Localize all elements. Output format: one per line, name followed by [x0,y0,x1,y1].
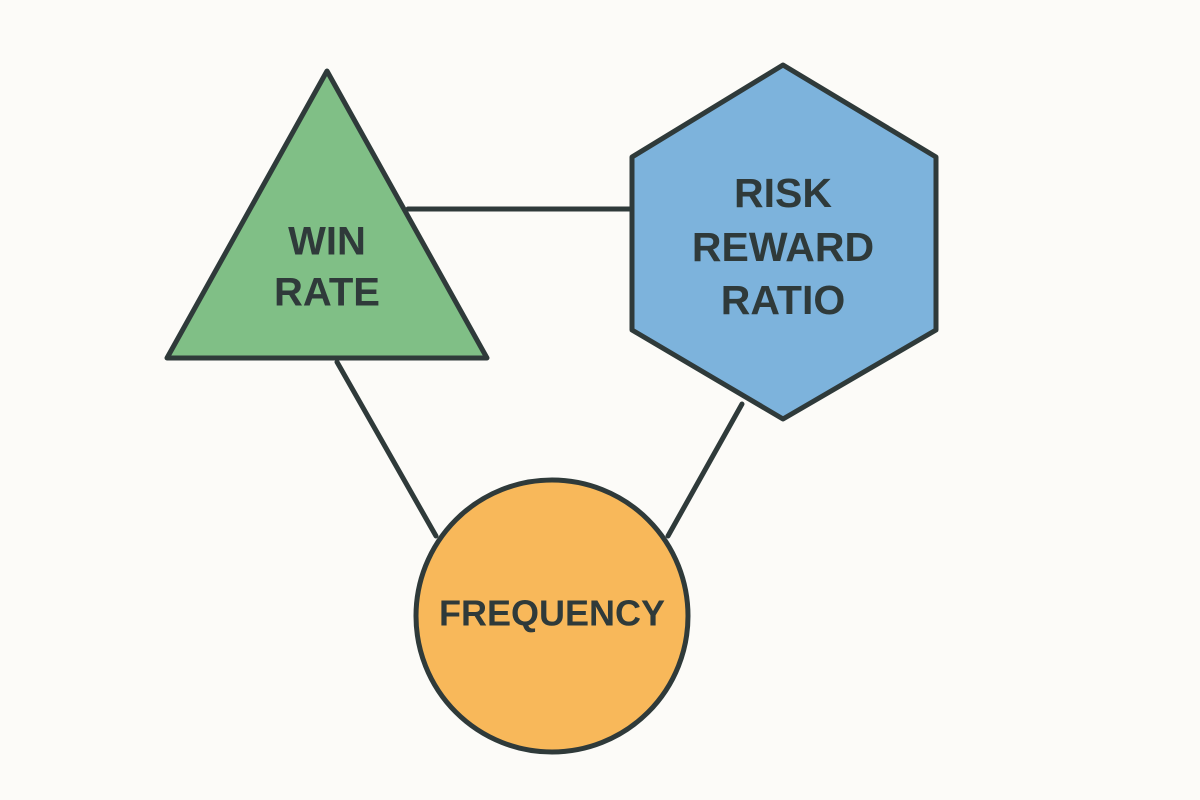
frequency-label: FREQUENCY [439,593,665,634]
frequency-node: FREQUENCY [413,477,691,755]
risk-reward-label-line2: REWARD [692,224,874,270]
win-rate-label-line2: RATE [274,271,380,315]
win-rate-triangle [164,68,490,361]
connector-risk-reward-to-frequency [665,401,745,539]
frequency-circle [413,477,691,755]
risk-reward-ratio-node: RISK REWARD RATIO [629,62,939,422]
risk-reward-label-line1: RISK [734,170,832,216]
risk-reward-label-line3: RATIO [721,277,846,323]
win-rate-label-line1: WIN [288,220,366,264]
win-rate-node: WIN RATE [164,68,490,361]
connector-win-rate-to-frequency [334,359,439,539]
risk-reward-ratio-hexagon [629,62,939,422]
